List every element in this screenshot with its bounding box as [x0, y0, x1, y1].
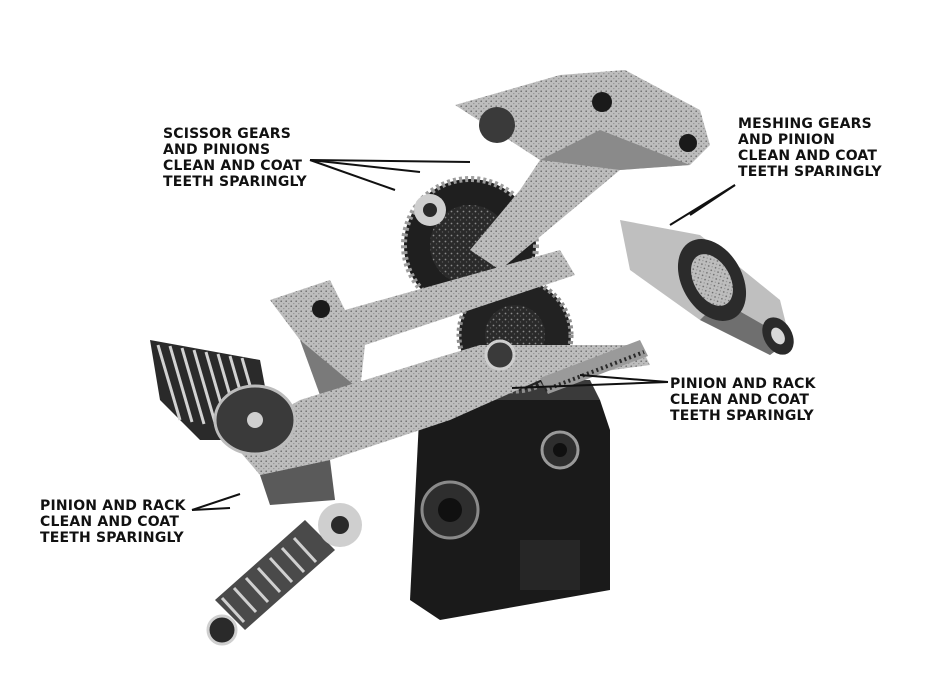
output-shaft: [620, 220, 794, 355]
scissor-gears-callout: SCISSOR GEARS AND PINIONS CLEAN AND COAT…: [163, 126, 307, 190]
callout-line: TEETH SPARINGLY: [40, 530, 184, 546]
callout-line: MESHING GEARS: [738, 116, 872, 132]
pinion-rack-left-callout: PINION AND RACK CLEAN AND COAT TEETH SPA…: [40, 498, 186, 546]
callout-line: TEETH SPARINGLY: [670, 408, 814, 424]
callout-line: PINION AND RACK: [670, 376, 816, 392]
link-arm: [270, 250, 575, 395]
callout-line: AND PINION: [738, 132, 836, 148]
right-rack: [540, 340, 648, 394]
callout-line: TEETH SPARINGLY: [738, 164, 882, 180]
upper-bracket: [455, 70, 710, 270]
callout-line: CLEAN AND COAT: [738, 148, 878, 164]
housing-block: [410, 380, 610, 620]
leader-lines: [191, 159, 736, 511]
coil-spring: [206, 503, 362, 646]
callout-line: CLEAN AND COAT: [40, 514, 180, 530]
callout-line: SCISSOR GEARS: [163, 126, 292, 142]
callout-line: CLEAN AND COAT: [163, 158, 303, 174]
spring-comb: [150, 340, 297, 456]
callout-line: CLEAN AND COAT: [670, 392, 810, 408]
callout-line: PINION AND RACK: [40, 498, 186, 514]
callout-line: TEETH SPARINGLY: [163, 174, 307, 190]
callout-line: AND PINIONS: [163, 142, 271, 158]
meshing-gears-callout: MESHING GEARS AND PINION CLEAN AND COAT …: [738, 116, 882, 180]
pinion-rack-right-callout: PINION AND RACK CLEAN AND COAT TEETH SPA…: [670, 376, 816, 424]
